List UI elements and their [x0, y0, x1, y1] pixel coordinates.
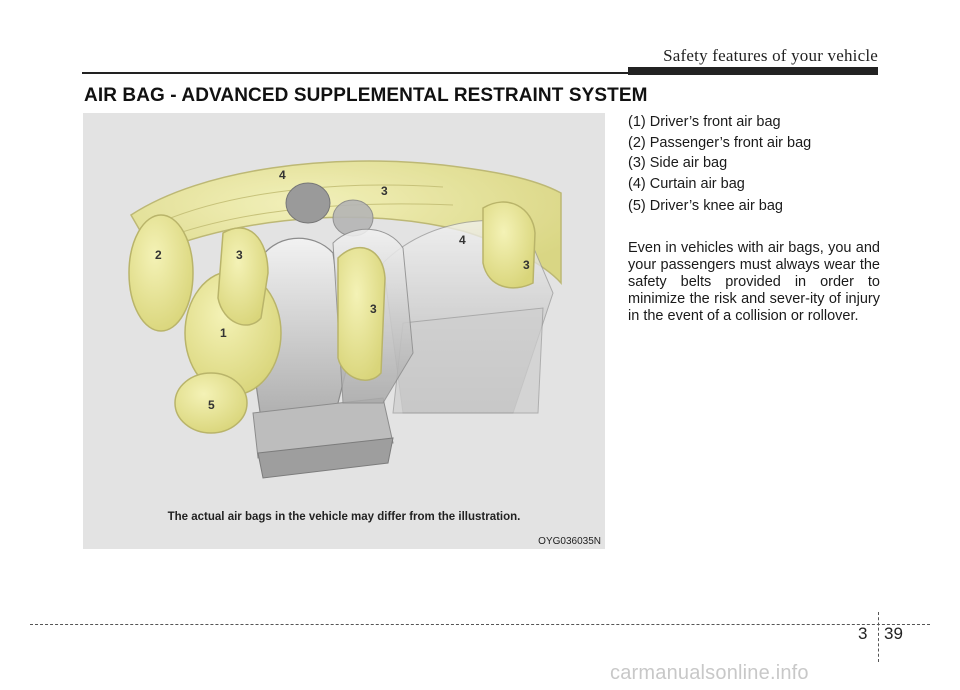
body-paragraph: Even in vehicles with air bags, you and … [628, 240, 880, 324]
page-number: 39 [884, 624, 903, 643]
side-airbag [337, 247, 386, 381]
callout-label: 3 [370, 302, 377, 316]
watermark: carmanualsonline.info [610, 662, 809, 684]
header-rule [82, 72, 632, 74]
page-chapter: 3 [858, 624, 868, 643]
airbag-legend: (1) Driver’s front air bag (2) Passenger… [628, 112, 882, 217]
callout-label: 3 [236, 248, 243, 262]
legend-item: (4) Curtain air bag [628, 175, 745, 192]
legend-item: (2) Passenger’s front air bag [628, 134, 812, 151]
callout-label: 3 [523, 258, 530, 272]
airbag-illustration: 4 3 2 3 4 3 3 1 5 The actual air bags in… [83, 113, 605, 549]
callout-label: 4 [279, 168, 286, 182]
knee-airbag [174, 372, 248, 434]
airbag-illustration-drawing: 4 3 2 3 4 3 3 1 5 [128, 160, 562, 479]
figure-code: OYG036035N [538, 536, 601, 547]
callout-label: 2 [155, 248, 162, 262]
footer-divider [878, 612, 879, 662]
footer-rule [30, 624, 930, 625]
headrest [285, 182, 331, 224]
figure-caption: The actual air bags in the vehicle may d… [167, 511, 521, 523]
callout-label: 4 [459, 233, 466, 247]
callout-label: 3 [381, 184, 388, 198]
passenger-front-airbag [128, 214, 194, 332]
legend-item: (3) Side air bag [628, 155, 728, 171]
side-airbag [217, 227, 269, 326]
section-title: AIR BAG - ADVANCED SUPPLEMENTAL RESTRAIN… [84, 85, 648, 106]
callout-label: 1 [220, 326, 227, 340]
header-rule-bar [628, 67, 878, 75]
curtain-airbag [129, 160, 562, 285]
legend-item: (1) Driver’s front air bag [628, 114, 781, 130]
header-title: Safety features of your vehicle [663, 46, 878, 65]
side-airbag [482, 201, 536, 289]
callout-label: 5 [208, 398, 215, 412]
legend-item: (5) Driver’s knee air bag [628, 198, 783, 214]
